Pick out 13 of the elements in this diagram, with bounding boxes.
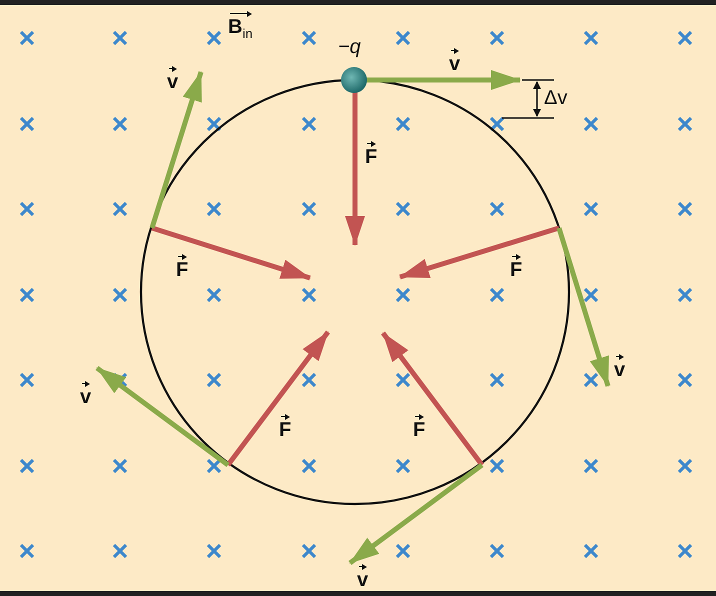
force-label: F: [510, 253, 522, 280]
velocity-label: v: [80, 380, 92, 407]
force-label: F: [176, 253, 188, 280]
force-label: F: [413, 413, 426, 440]
force-label: F: [365, 140, 378, 167]
magnetic-field-label: B$_{in}$: [228, 10, 253, 40]
velocity-label: v: [614, 353, 626, 380]
force-label: F: [279, 413, 292, 440]
velocity-label: v: [449, 47, 460, 74]
velocity-label: v: [167, 65, 178, 92]
velocity-label: v: [357, 563, 368, 590]
delta-v-label: Δv: [544, 88, 568, 108]
charge-label: −q: [338, 37, 361, 57]
